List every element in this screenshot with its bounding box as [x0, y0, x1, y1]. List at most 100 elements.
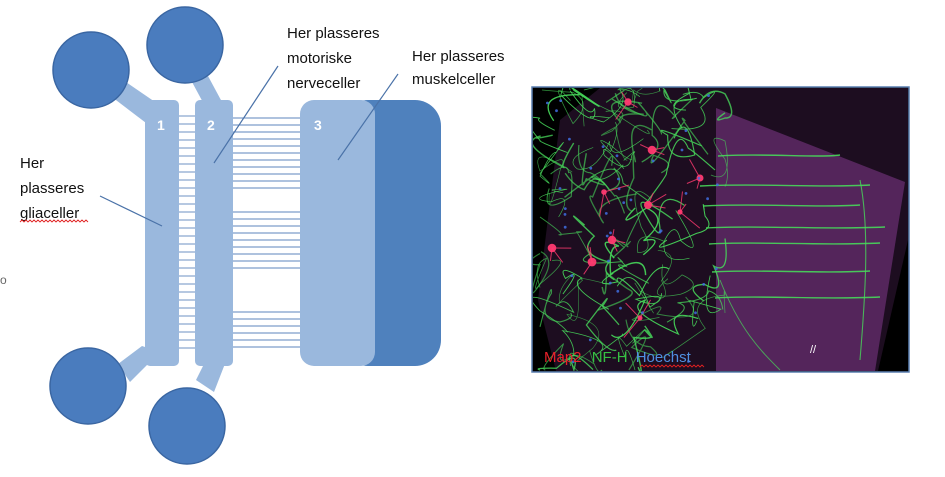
axon-6: [561, 329, 624, 357]
nucleus-38: [680, 148, 684, 152]
nucleus-6: [559, 99, 563, 102]
axon-32: [597, 271, 633, 311]
axon-69: [533, 296, 575, 333]
axon-68: [535, 257, 562, 289]
nucleus-0: [608, 281, 612, 285]
axon-61: [645, 138, 716, 205]
nucleus-16: [588, 338, 592, 342]
microgrooves-1-2: [179, 115, 195, 349]
dendrite-6-1: [551, 247, 564, 263]
dendrite-3-2: [647, 192, 654, 206]
well-top-left: [52, 31, 130, 109]
nucleus-17: [616, 289, 620, 293]
dendrite-8-0: [696, 177, 701, 189]
axon-51: [625, 319, 658, 371]
dendrite-7-1: [589, 247, 593, 263]
axon-28: [566, 279, 600, 362]
nucleus-7: [716, 183, 719, 187]
nucleus-39: [714, 267, 718, 270]
nucleus-3: [546, 101, 549, 105]
axon-63: [547, 88, 600, 122]
nucleus-29: [629, 198, 633, 202]
micrograph-muscle-side: [716, 108, 905, 371]
dendrite-0-2: [627, 101, 638, 108]
axon-58: [692, 238, 727, 302]
axon-25: [539, 188, 568, 218]
nucleus-26: [687, 360, 690, 363]
axon-53: [698, 90, 733, 121]
nucleus-33: [605, 234, 609, 238]
axon-34: [533, 134, 575, 169]
axon-55: [631, 296, 695, 322]
axon-48: [618, 328, 646, 371]
legend-nfh: NF-H: [592, 349, 628, 366]
axon-15: [562, 269, 610, 310]
pointer-muscle: [337, 73, 399, 161]
dendrite-2-0: [603, 191, 611, 205]
axon-37: [539, 141, 564, 184]
micrograph-image: [533, 88, 908, 371]
dendrite-9-1: [625, 302, 641, 319]
axon-59: [564, 153, 606, 198]
axon-24: [603, 149, 636, 170]
nucleus-36: [563, 207, 567, 211]
nucleus-10: [617, 177, 620, 181]
axon-30: [710, 137, 728, 187]
axon-67: [634, 249, 672, 314]
axon-31: [650, 117, 709, 174]
axon-13: [558, 273, 611, 304]
axon-52: [533, 251, 550, 294]
nucleus-35: [568, 137, 571, 141]
pointer-motor: [213, 65, 279, 164]
dendrite-1-0: [651, 147, 665, 151]
long-axon-diag: [719, 279, 781, 371]
axon-44: [662, 291, 726, 358]
nucleus-32: [570, 274, 574, 278]
label-glia: Her plasseres gliaceller: [20, 155, 88, 222]
nucleus-20: [563, 225, 567, 229]
nucleus-2: [563, 213, 567, 216]
axon-14: [600, 110, 628, 161]
legend-map2: Map2: [544, 349, 582, 366]
dendrite-7-2: [583, 261, 593, 275]
nucleus-9: [707, 94, 710, 97]
axon-46: [625, 124, 652, 213]
neuron-network: [533, 88, 886, 371]
dendrite-3-1: [647, 204, 666, 209]
pointer-lines: [99, 65, 399, 227]
axon-66: [660, 126, 702, 158]
dendrite-1-2: [651, 149, 665, 156]
long-axon-0: [699, 184, 871, 187]
axon-12: [537, 156, 573, 205]
dendrite-9-2: [623, 317, 641, 338]
nucleus-19: [601, 145, 605, 149]
nucleus-31: [558, 187, 562, 190]
nucleus-4: [619, 306, 622, 310]
nucleus-15: [589, 166, 593, 170]
axon-26: [616, 276, 663, 308]
nucleus-13: [555, 109, 558, 113]
nucleus-14: [609, 231, 612, 235]
dendrite-6-2: [549, 247, 553, 261]
axon-64: [659, 88, 697, 104]
long-axon-vertical: [859, 179, 867, 361]
nucleus-23: [684, 129, 688, 133]
dendrite-0-1: [615, 101, 629, 120]
dendrite-2-1: [599, 191, 605, 217]
dendrite-2-2: [603, 184, 630, 193]
axon-41: [568, 350, 603, 371]
long-axon-3: [708, 242, 881, 245]
micrograph-legend: Map2 NF-H Hoechst: [544, 349, 692, 366]
nucleus-37: [702, 283, 706, 286]
long-axon-6: [717, 154, 841, 157]
dendrite-5-0: [611, 239, 618, 252]
long-axon-5: [714, 296, 881, 299]
dendrite-8-1: [689, 159, 701, 179]
axon-4: [585, 297, 620, 352]
axon-49: [663, 210, 694, 260]
well-top-right: [146, 6, 224, 84]
axon-54: [641, 98, 694, 163]
axon-8: [673, 88, 692, 129]
channel-1: [145, 100, 179, 366]
